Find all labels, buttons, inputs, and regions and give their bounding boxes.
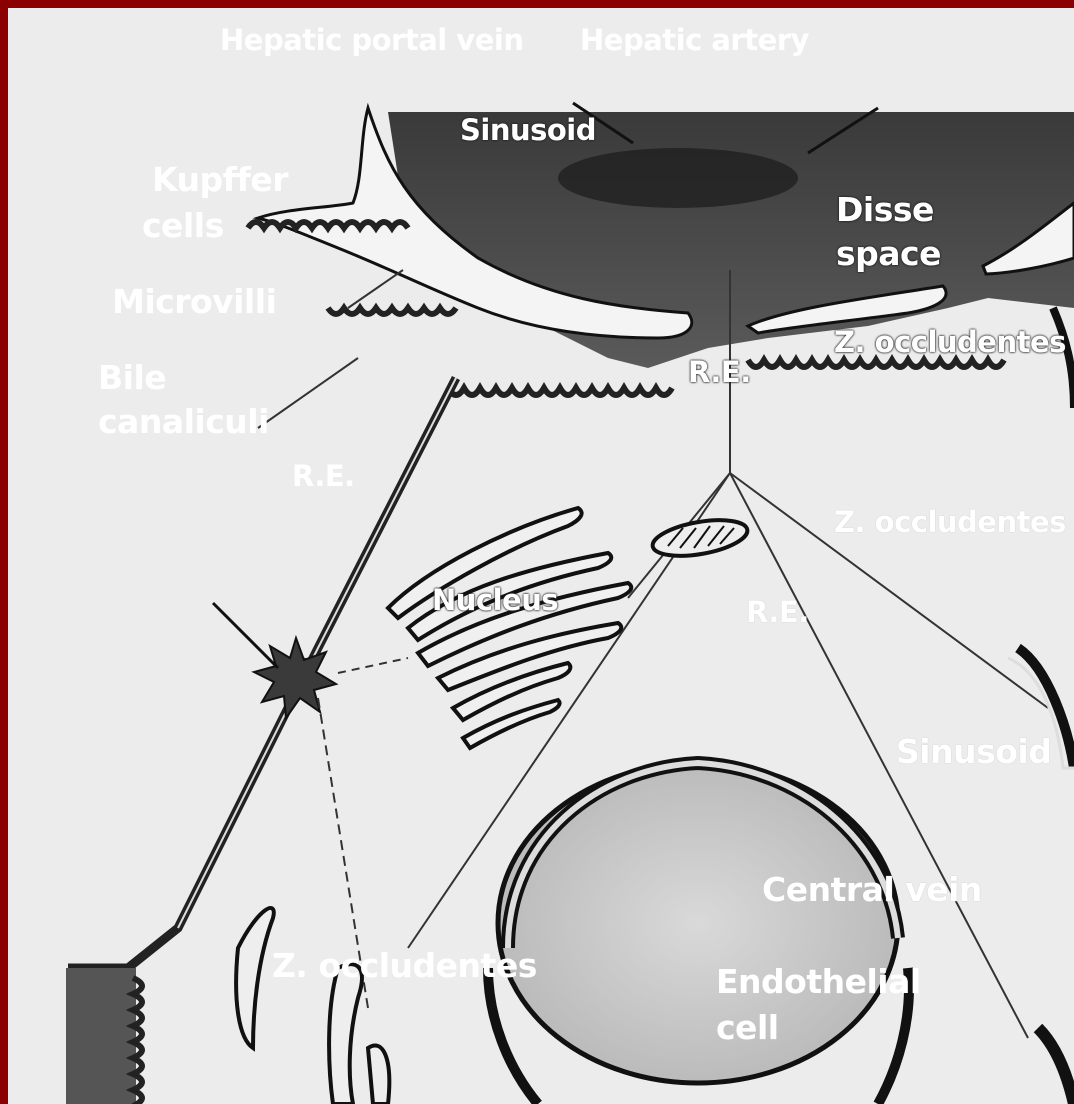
label-bile-canaliculi-line2: canaliculi (98, 400, 269, 443)
label-nucleus: Nucleus (432, 582, 558, 618)
label-disse-space-line2: space (836, 232, 941, 275)
label-re-left: R.E. (292, 458, 355, 494)
label-hepatic-portal-vein: Hepatic portal vein (220, 22, 523, 58)
label-z-occludentes-top: Z. occludentes (834, 324, 1066, 360)
label-disse-space-line1: Disse (836, 188, 934, 231)
label-endothelial-cell-line1: Endothelial (716, 960, 921, 1003)
label-bile-canaliculi-line1: Bile (98, 356, 166, 399)
label-sinusoid-right: Sinusoid (896, 730, 1051, 773)
central-vein (498, 763, 898, 1083)
label-z-occludentes-mid: Z. occludentes (834, 504, 1066, 540)
label-kupffer-cells-line2: cells (142, 204, 224, 247)
diagram-canvas: Hepatic portal vein Hepatic artery Sinus… (8, 8, 1074, 1104)
label-re-top: R.E. (688, 354, 751, 390)
label-central-vein: Central vein (762, 868, 982, 911)
label-endothelial-cell-line2: cell (716, 1006, 779, 1049)
label-hepatic-artery: Hepatic artery (580, 22, 809, 58)
label-sinusoid-top: Sinusoid (460, 112, 596, 148)
label-z-occludentes-bottom: Z. occludentes (272, 944, 537, 987)
label-microvilli: Microvilli (112, 280, 276, 323)
label-kupffer-cells-line1: Kupffer (152, 158, 288, 201)
label-re-mid: R.E. (746, 594, 809, 630)
